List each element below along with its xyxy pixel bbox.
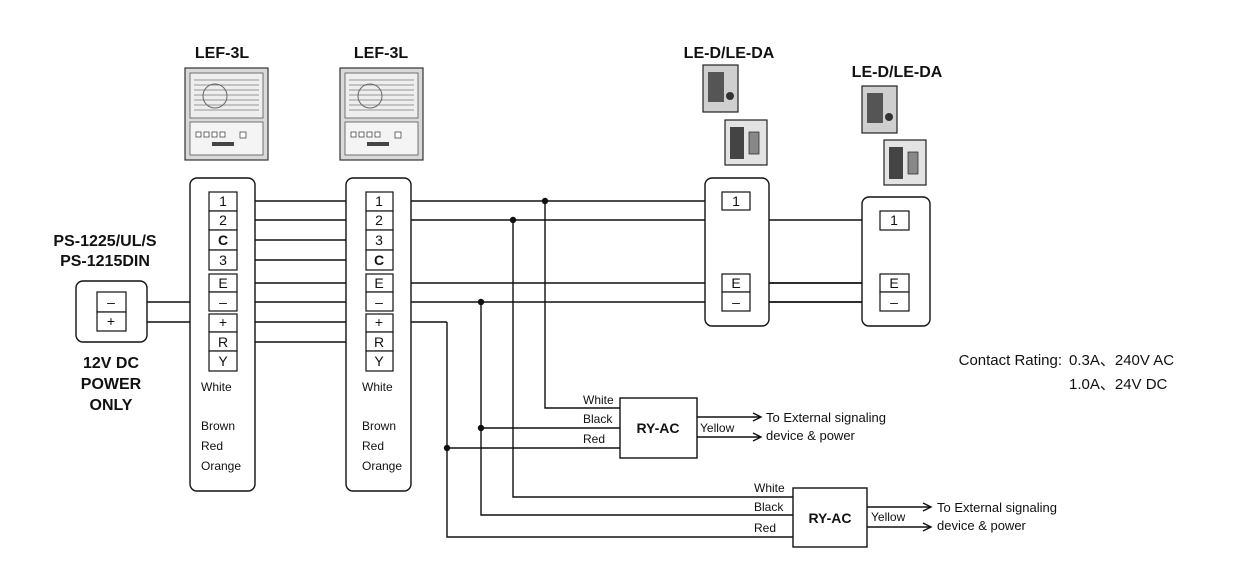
lef-3l-1-picture [184, 67, 269, 161]
led-2-terminal-block: 1 E – [861, 196, 931, 327]
psu-term-plus: + [107, 313, 115, 329]
psu-term-minus: – [107, 294, 115, 310]
relay-2-red: Red [754, 521, 776, 535]
relay-1-dest-1: To External signaling [766, 410, 886, 425]
lef-2-term-plus: + [375, 314, 383, 330]
led-2-term-e: E [889, 275, 898, 291]
lef-2-term-e: E [374, 275, 383, 291]
lef-2-title: LEF-3L [354, 45, 408, 62]
relay-1-yellow: Yellow [700, 421, 735, 435]
lef-2-term-2: 2 [375, 212, 383, 228]
relay-1-red: Red [583, 432, 605, 446]
power-supply: PS-1225/UL/S PS-1215DIN – + 12V DC POWER… [53, 233, 156, 414]
lef-2-wire-white: White [362, 380, 393, 394]
relay-1-label: RY-AC [636, 420, 679, 436]
psu-note-2: POWER [81, 376, 142, 393]
lef-1-term-1: 1 [219, 193, 227, 209]
lef-2-term-c: C [374, 252, 384, 268]
lef-1-term-2: 2 [219, 212, 227, 228]
relay-2-label: RY-AC [808, 510, 851, 526]
led-1-terminal-block: 1 E – [704, 177, 770, 327]
lef-1-title: LEF-3L [195, 45, 249, 62]
psu-model-1: PS-1225/UL/S [53, 233, 156, 250]
lef-1-term-minus: – [219, 294, 227, 310]
junction-dots [443, 197, 549, 452]
relay-1-white: White [583, 393, 614, 407]
wires [147, 200, 933, 538]
led-2-term-minus: – [890, 294, 898, 310]
lef-1-wire-orange: Orange [201, 459, 241, 473]
led-1-term-minus: – [732, 294, 740, 310]
le-d-2-picture [861, 85, 927, 186]
psu-model-2: PS-1215DIN [60, 253, 150, 270]
lef-1-wire-white: White [201, 380, 232, 394]
contact-rating: Contact Rating: 0.3A、240V AC 1.0A、24V DC [959, 352, 1175, 393]
led-1-term-e: E [731, 275, 740, 291]
lef-2-term-minus: – [375, 294, 383, 310]
lef-1-wire-red: Red [201, 439, 223, 453]
lef-3l-2-picture [339, 67, 424, 161]
relay-1: RY-AC White Black Red Yellow To External… [583, 393, 886, 459]
relay-2-black: Black [754, 500, 784, 514]
lef-2-term-1: 1 [375, 193, 383, 209]
relay-2-yellow: Yellow [871, 510, 906, 524]
contact-rating-line2: 1.0A、24V DC [1069, 376, 1168, 393]
relay-1-black: Black [583, 412, 613, 426]
relay-1-dest-2: device & power [766, 428, 856, 443]
lef-1-wire-brown: Brown [201, 419, 235, 433]
psu-note-3: ONLY [90, 397, 133, 414]
psu-note-1: 12V DC [83, 355, 139, 372]
relay-2-dest-2: device & power [937, 518, 1027, 533]
lef-2-term-r: R [374, 334, 384, 350]
lef-1-terminal-block: 1 2 C 3 E – + R Y White Brown Red Orange [189, 177, 256, 492]
relay-2-dest-1: To External signaling [937, 500, 1057, 515]
lef-2-term-y: Y [374, 353, 384, 369]
lef-2-wire-red: Red [362, 439, 384, 453]
le-d-1-picture [702, 64, 768, 166]
lef-2-wire-brown: Brown [362, 419, 396, 433]
led-2-term-1: 1 [890, 212, 898, 228]
lef-1-term-plus: + [219, 314, 227, 330]
contact-rating-line1: 0.3A、240V AC [1069, 352, 1174, 369]
led-1-term-1: 1 [732, 193, 740, 209]
relay-2: RY-AC White Black Red Yellow To External… [754, 481, 1057, 548]
lef-1-term-y: Y [218, 353, 228, 369]
lef-2-wire-orange: Orange [362, 459, 402, 473]
contact-rating-label: Contact Rating: [959, 352, 1062, 369]
lef-1-term-e: E [218, 275, 227, 291]
lef-1-term-c: C [218, 232, 228, 248]
lef-1-term-r: R [218, 334, 228, 350]
lef-1-term-3: 3 [219, 252, 227, 268]
led-2-title: LE-D/LE-DA [852, 64, 943, 81]
lef-2-terminal-block: 1 2 3 C E – + R Y White Brown Red Orange [345, 177, 412, 492]
relay-2-white: White [754, 481, 785, 495]
led-1-title: LE-D/LE-DA [684, 45, 775, 62]
lef-2-term-3: 3 [375, 232, 383, 248]
